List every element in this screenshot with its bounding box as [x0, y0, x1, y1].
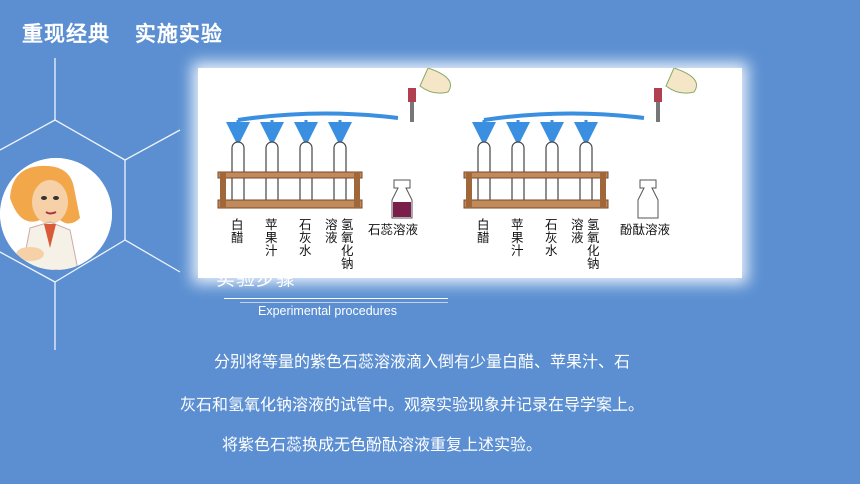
- tube-label: 氢 氧 化 钠: [587, 217, 600, 271]
- litmus-solution-label: 石蕊溶液: [368, 222, 419, 237]
- body-text-line: 灰石和氢氧化钠溶液的试管中。观察实验现象并记录在导学案上。: [180, 395, 645, 414]
- tube-label: 溶 液: [325, 217, 338, 245]
- section-subtitle: Experimental procedures: [258, 304, 397, 318]
- body-text-line: 分别将等量的紫色石蕊溶液滴入倒有少量白醋、苹果汁、石: [214, 352, 631, 371]
- tube-label: 白 醋: [231, 217, 244, 245]
- tube-label: 溶 液: [571, 217, 584, 245]
- tube-label: 苹 果 汁: [511, 217, 524, 258]
- divider: [240, 302, 448, 303]
- hexagon-decoration: [0, 58, 181, 350]
- tube-label: 氢 氧 化 钠: [341, 217, 354, 271]
- tube-label: 石 灰 水: [545, 217, 558, 258]
- tube-label: 苹 果 汁: [265, 217, 278, 258]
- experiment-illustration: 白 醋 苹 果 汁 石 灰 水 溶 液 氢 氧 化 钠 石蕊溶液 白 醋 苹 果…: [198, 67, 742, 278]
- divider: [224, 298, 448, 299]
- tube-label: 石 灰 水: [299, 217, 312, 258]
- section-title: 实验步骤: [216, 268, 297, 290]
- body-text-line: 将紫色石蕊换成无色酚酞溶液重复上述实验。: [222, 435, 543, 454]
- phenolphthalein-solution-label: 酚酞溶液: [620, 222, 671, 237]
- page-title: 重现经典 实施实验: [22, 21, 223, 46]
- tube-label: 白 醋: [477, 217, 490, 245]
- scientist-avatar: [0, 158, 112, 270]
